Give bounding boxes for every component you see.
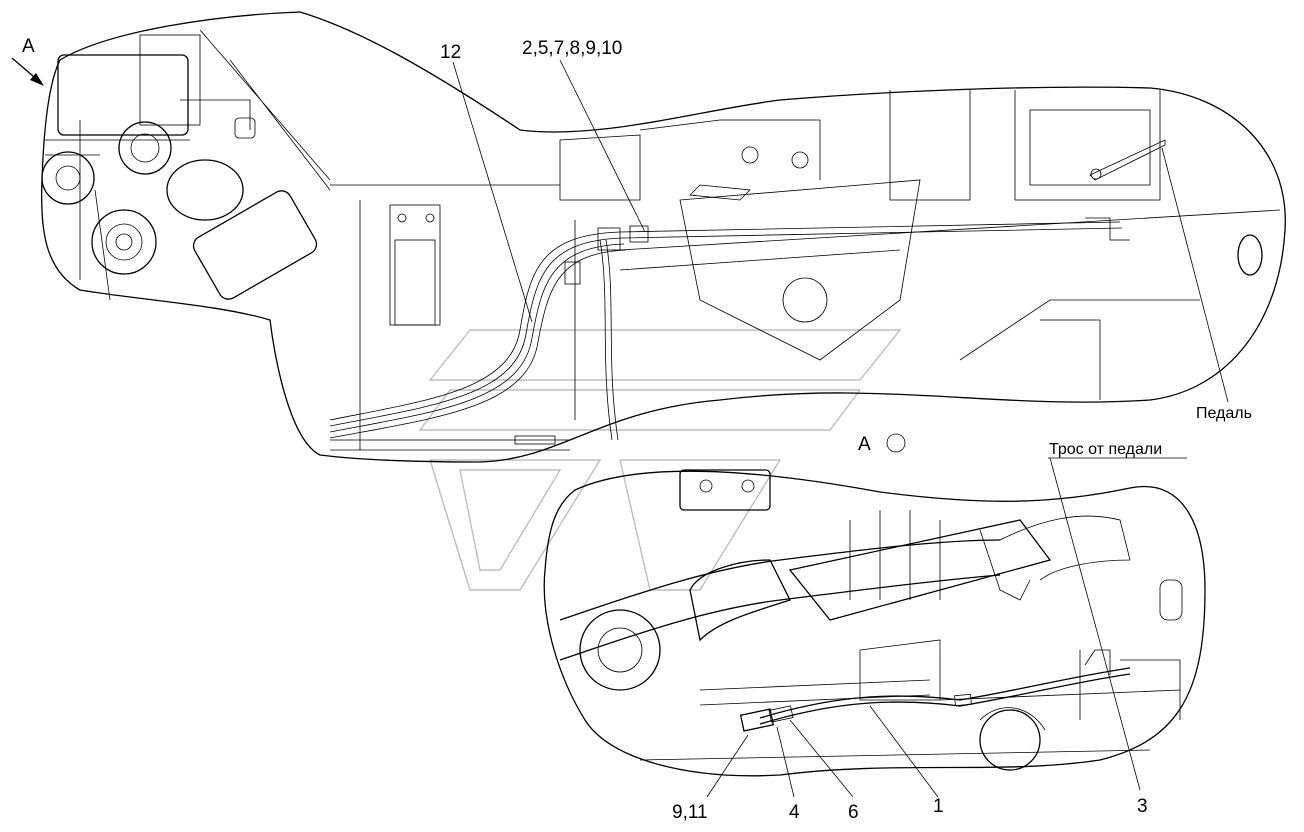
note-pedal: Педаль — [1196, 405, 1252, 422]
callout-1: 1 — [933, 796, 944, 817]
callout-9-11: 9,11 — [672, 802, 708, 823]
arrow-down-right-icon — [11, 57, 44, 86]
lower-view-engine — [559, 469, 1183, 771]
callout-3: 3 — [1137, 796, 1148, 817]
note-cable-from-pedal: Трос от педали — [1049, 441, 1162, 458]
upper-view-cables — [329, 217, 1130, 441]
upper-view-frame — [330, 90, 1281, 451]
callout-6: 6 — [848, 802, 859, 823]
lower-view-outline — [543, 470, 1206, 777]
upper-view-engine — [41, 29, 331, 301]
leader-lines — [452, 59, 1229, 798]
watermark-logo — [418, 329, 902, 591]
upper-view-outline — [41, 11, 1286, 463]
view-label-detail: A — [858, 434, 871, 455]
callout-4: 4 — [789, 802, 800, 823]
lower-view-cable — [739, 649, 1131, 732]
circle-icon — [886, 433, 906, 453]
view-label-top: A — [22, 36, 35, 57]
callout-2-5-7-8-9-10: 2,5,7,8,9,10 — [522, 38, 622, 59]
callout-12: 12 — [440, 42, 461, 63]
